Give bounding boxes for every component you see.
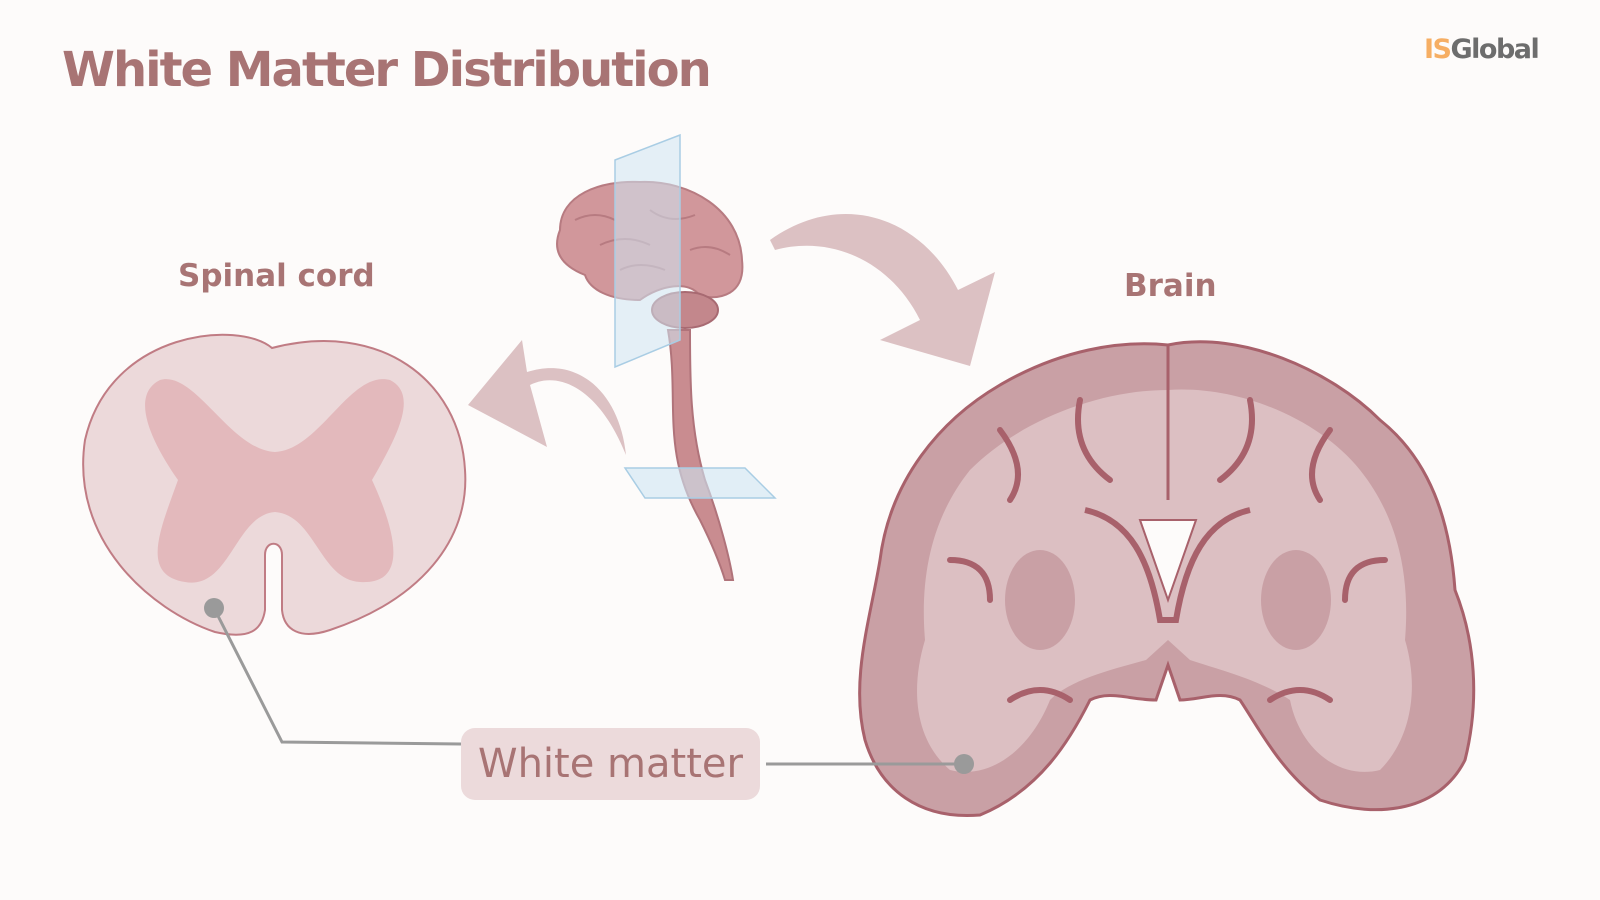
coronal-plane xyxy=(614,133,681,369)
brain-white-matter-marker xyxy=(954,754,974,774)
gray-matter xyxy=(145,379,404,583)
page-title: White Matter Distribution xyxy=(62,42,712,98)
logo-part-is: IS xyxy=(1424,34,1452,65)
arrow-to-spinal-cord xyxy=(468,340,626,455)
brain-label: Brain xyxy=(1124,268,1217,304)
spinal-white-matter-marker xyxy=(204,598,224,618)
transverse-plane xyxy=(623,467,777,499)
leader-lines xyxy=(212,607,964,766)
spinal-cord-label: Spinal cord xyxy=(178,258,375,294)
logo-part-global: Global xyxy=(1450,34,1540,65)
spinal-cord-cross-section xyxy=(82,333,467,636)
white-matter-label: White matter xyxy=(461,728,760,800)
coronal-brain-section xyxy=(858,340,1476,818)
isglobal-logo: ISGlobal xyxy=(1424,34,1540,65)
arrow-to-brain xyxy=(770,213,995,366)
